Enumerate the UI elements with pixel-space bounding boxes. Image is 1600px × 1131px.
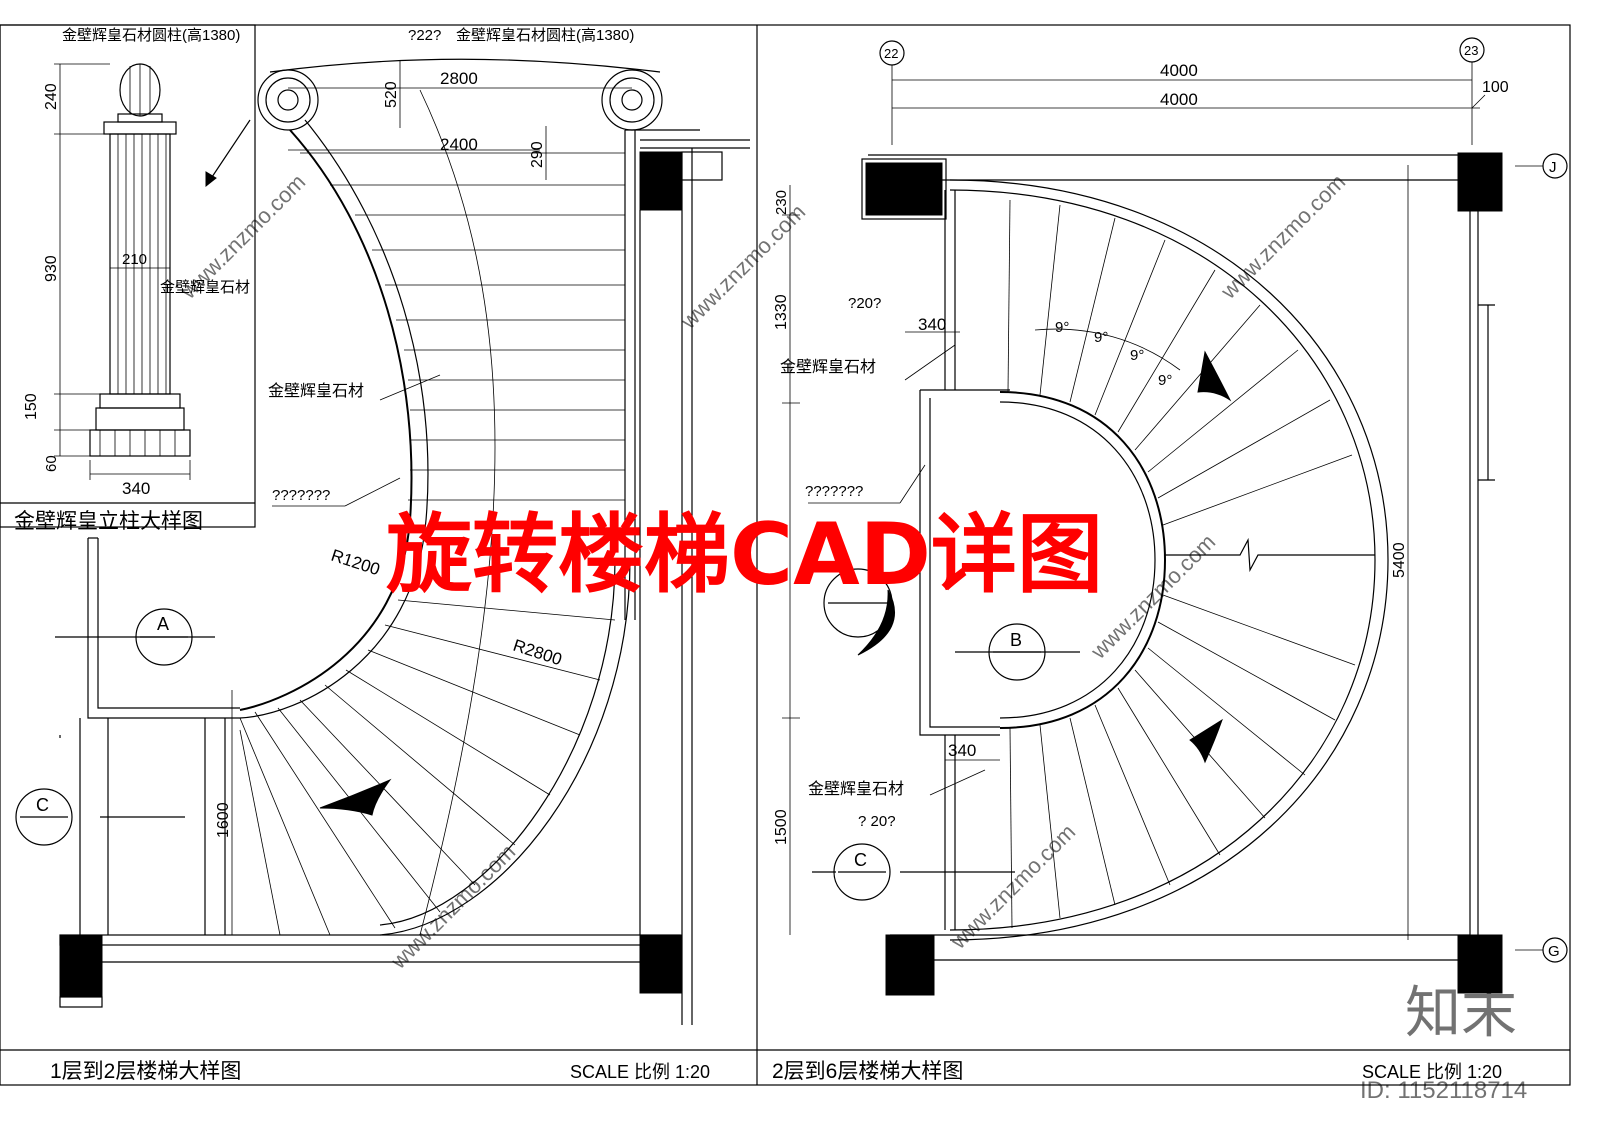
pillar-left-label: 金壁辉皇石材圆柱(高1380): [62, 27, 240, 44]
section-marker-c-right: C: [854, 850, 867, 870]
angle-9-3: 9°: [1130, 347, 1144, 364]
dim-290: 290: [529, 141, 546, 168]
left-stair-plan: 金壁辉皇石材圆柱(高1380) 金壁辉皇石材圆柱(高1380) ?22? 280…: [15, 27, 750, 1083]
column-elevation: [89, 63, 191, 457]
dim-340-b: 340: [948, 741, 976, 760]
angle-note: ?22?: [408, 27, 441, 44]
banner-title: 旋转楼梯CAD详图: [386, 505, 1103, 605]
dim-60: 60: [43, 455, 60, 472]
column-detail-title: 金壁辉皇立柱大样图: [14, 510, 203, 533]
watermark-logo: 知末: [1405, 981, 1517, 1044]
angle-note-1: ?20?: [848, 295, 881, 312]
grid-22: 22: [884, 46, 898, 61]
left-sheet-scale: SCALE 比例 1:20: [570, 1062, 710, 1082]
sheet-frames: [0, 24, 1571, 1086]
dim-4000-b: 4000: [1160, 90, 1198, 109]
unknown-label: ???????: [272, 487, 330, 504]
angle-9-2: 9°: [1094, 329, 1108, 346]
radius-inner: R1200: [329, 546, 383, 580]
left-sheet-title: 1层到2层楼梯大样图: [50, 1060, 241, 1083]
watermark-url-5: www.znzmo.com: [945, 819, 1080, 954]
grid-j: J: [1549, 159, 1557, 176]
angle-9-4: 9°: [1158, 372, 1172, 389]
dim-100: 100: [1482, 79, 1509, 96]
watermark-url-3: www.znzmo.com: [1215, 169, 1350, 304]
watermark-id: ID: 1152118714: [1360, 1077, 1527, 1104]
dim-340: 340: [122, 479, 150, 498]
column-detail-inset: 240 930 150 60 340 210 金壁辉皇石材 金壁辉皇立柱大样图: [0, 24, 256, 533]
right-sheet-scale: SCALE 比例 1:20: [1362, 1062, 1502, 1082]
watermark-url-4: www.znzmo.com: [385, 839, 520, 974]
dim-5400: 5400: [1391, 542, 1408, 578]
dim-1600: 1600: [215, 802, 232, 838]
dim-1500: 1500: [773, 809, 790, 845]
angle-9-1: 9°: [1055, 319, 1069, 336]
section-marker-b: B: [1010, 630, 1022, 650]
material-label-1: 金壁辉皇石材: [780, 357, 876, 376]
unknown-label-right: ???????: [805, 483, 863, 500]
column-material-label: 金壁辉皇石材: [160, 279, 250, 296]
right-sheet-title: 2层到6层楼梯大样图: [772, 1060, 963, 1083]
dim-340-a: 340: [918, 315, 946, 334]
dim-240: 240: [43, 83, 60, 110]
grid-g: G: [1548, 943, 1560, 960]
dim-2400: 2400: [440, 135, 478, 154]
material-label: 金壁辉皇石材: [268, 381, 364, 400]
watermark-url-6: www.znzmo.com: [1085, 529, 1220, 664]
right-stair-plan: 22 23 J G 4000 4000 100 230 1330 1500 54…: [772, 37, 1568, 1083]
material-label-2: 金壁辉皇石材: [808, 779, 904, 798]
section-marker-a: A: [157, 614, 169, 634]
pillar-right-label: 金壁辉皇石材圆柱(高1380): [456, 27, 634, 44]
dim-2800: 2800: [440, 69, 478, 88]
dim-520: 520: [383, 81, 400, 108]
dim-1330: 1330: [773, 294, 790, 330]
angle-note-2: ? 20?: [858, 813, 896, 830]
dim-930: 930: [43, 255, 60, 282]
dim-4000-a: 4000: [1160, 61, 1198, 80]
section-marker-c-left: C: [36, 795, 49, 815]
dim-230: 230: [773, 190, 790, 215]
dim-150: 150: [23, 393, 40, 420]
dim-210: 210: [122, 251, 147, 268]
grid-23: 23: [1464, 43, 1478, 58]
